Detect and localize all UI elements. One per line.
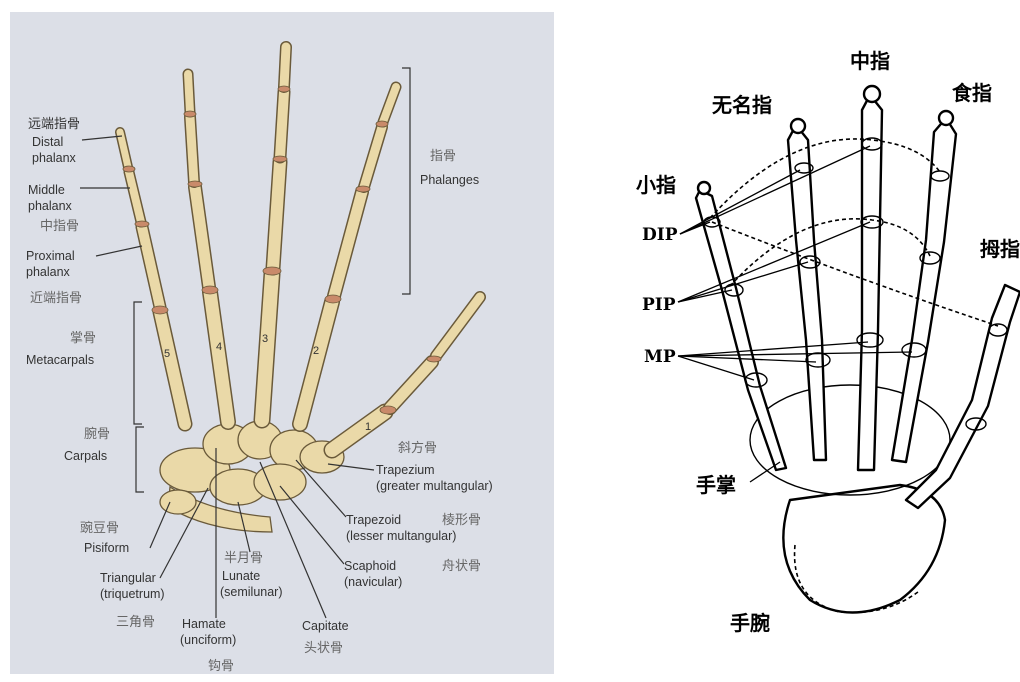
wrist-label: 手腕 — [730, 611, 770, 635]
metacarpal-number-5: 5 — [164, 348, 170, 360]
capitate-zh-label: 头状骨 — [304, 641, 343, 656]
lunate-en-label: Lunate — [222, 569, 260, 583]
proximal-phalanx-en-label: Proximal — [26, 249, 75, 263]
trapezium-en-label-2: (greater multangular) — [376, 479, 493, 493]
joint-ellipses — [704, 138, 1007, 430]
index-finger-label: 食指 — [952, 81, 992, 105]
distal-phalanx-en-label-2: phalanx — [32, 151, 77, 165]
palm-ellipse — [750, 385, 950, 495]
triangular-zh-label: 三角骨 — [116, 615, 155, 630]
metacarpal-number-2: 2 — [313, 345, 319, 357]
pip-label: PIP — [642, 295, 676, 315]
joint-sketch-figure: 中指 无名指 食指 小指 拇指 DIP PIP MP 手掌 手腕 — [600, 0, 1020, 682]
middle-finger-label: 中指 — [850, 49, 890, 73]
ring-finger-label: 无名指 — [712, 93, 772, 117]
proximal-phalanx-zh-label: 近端指骨 — [30, 291, 82, 306]
carpals-en-label: Carpals — [64, 449, 107, 463]
trapezoid-en-label-2: (lesser multangular) — [346, 529, 456, 543]
lunate-zh-label: 半月骨 — [224, 551, 263, 566]
trapezoid-zh-label: 棱形骨 — [442, 512, 481, 528]
anatomy-figure: 5 4 3 2 1 指骨 Phalanges 远端指骨 Distal phala… — [10, 12, 554, 674]
joint-sketch-svg: 中指 无名指 食指 小指 拇指 DIP PIP MP 手掌 手腕 — [600, 0, 1020, 682]
phalanges-en-label: Phalanges — [420, 173, 479, 187]
pisiform-en-label: Pisiform — [84, 541, 129, 555]
anatomy-figure-svg: 5 4 3 2 1 指骨 Phalanges 远端指骨 Distal phala… — [10, 12, 554, 674]
scaphoid-en-label: Scaphoid — [344, 559, 396, 573]
distal-phalanx-zh-label: 远端指骨 — [28, 117, 80, 132]
carpals-zh-label: 腕骨 — [84, 426, 110, 442]
metacarpal-number-3: 3 — [262, 333, 268, 345]
metacarpals-en-label: Metacarpals — [26, 353, 94, 367]
scaphoid-zh-label: 舟状骨 — [442, 559, 481, 574]
lunate-en-label-2: (semilunar) — [220, 585, 283, 599]
joint-arcs — [710, 139, 998, 326]
middle-phalanx-en-label-2: phalanx — [28, 199, 73, 213]
scaphoid-en-label-2: (navicular) — [344, 575, 402, 589]
capitate-en-label: Capitate — [302, 619, 349, 633]
hamate-zh-label: 钩骨 — [208, 659, 234, 674]
mp-label: MP — [644, 347, 676, 367]
thumb-label: 拇指 — [980, 237, 1020, 261]
dip-label: DIP — [642, 225, 678, 245]
metacarpal-number-4: 4 — [216, 341, 222, 353]
triangular-en-label: Triangular — [100, 571, 156, 585]
proximal-phalanx-en-label-2: phalanx — [26, 265, 71, 279]
trapezium-zh-label: 斜方骨 — [398, 440, 437, 456]
metacarpals-zh-label: 掌骨 — [70, 331, 96, 346]
little-finger-label: 小指 — [636, 173, 676, 197]
trapezoid-en-label: Trapezoid — [346, 513, 401, 527]
pisiform-zh-label: 豌豆骨 — [80, 520, 119, 536]
trapezium-en-label: Trapezium — [376, 463, 435, 477]
middle-phalanx-en-label: Middle — [28, 183, 65, 197]
triangular-en-label-2: (triquetrum) — [100, 587, 165, 601]
hamate-en-label-2: (unciform) — [180, 633, 236, 647]
middle-phalanx-zh-label: 中指骨 — [40, 219, 79, 234]
palm-label: 手掌 — [696, 473, 736, 497]
metacarpal-number-1: 1 — [365, 421, 371, 433]
hamate-en-label: Hamate — [182, 617, 226, 631]
finger-sketches — [696, 86, 1020, 508]
distal-phalanx-en-label: Distal — [32, 135, 63, 149]
phalanges-zh-label: 指骨 — [430, 149, 456, 164]
